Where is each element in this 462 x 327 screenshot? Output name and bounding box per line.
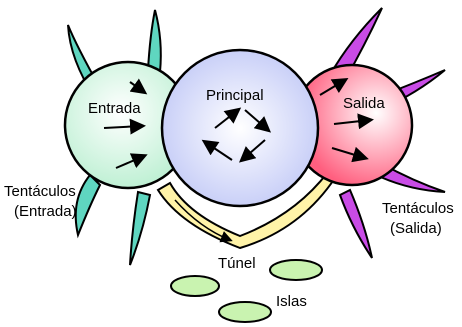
label-tentaculos-entrada-2: (Entrada) — [14, 203, 77, 220]
tentacle-entrada-bottom — [130, 192, 150, 265]
label-tentaculos-entrada-1: Tentáculos — [4, 183, 76, 200]
label-salida: Salida — [343, 95, 385, 112]
tentacle-salida-bottom — [340, 190, 372, 258]
isla-3 — [219, 302, 271, 322]
tentacle-entrada-top — [148, 10, 161, 72]
isla-1 — [171, 276, 219, 296]
tentacle-entrada-left — [76, 175, 100, 235]
label-entrada: Entrada — [88, 100, 141, 117]
label-tentaculos-salida-2: (Salida) — [390, 220, 442, 237]
label-islas: Islas — [276, 293, 307, 310]
label-tentaculos-salida-1: Tentáculos — [382, 200, 454, 217]
label-principal: Principal — [206, 87, 264, 104]
isla-2 — [270, 260, 322, 280]
label-tunel: Túnel — [218, 255, 256, 272]
principal-node — [162, 50, 318, 206]
